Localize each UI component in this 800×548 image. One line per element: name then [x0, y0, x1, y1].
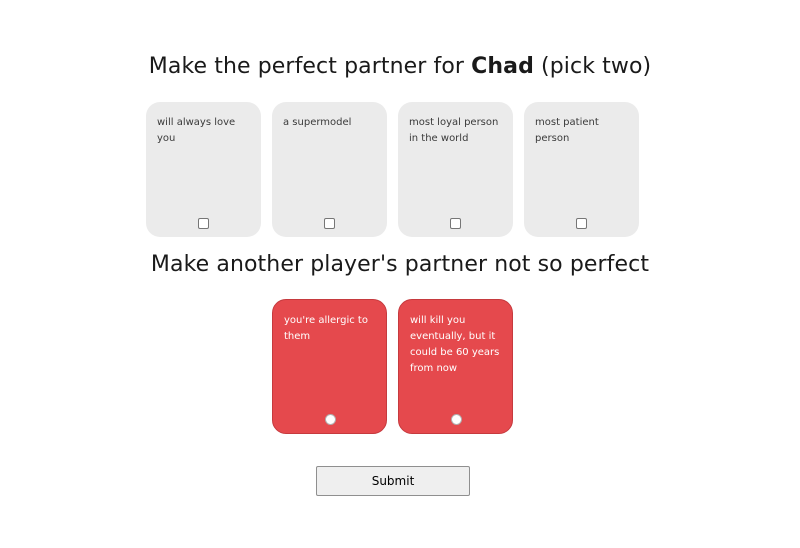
- partner-name: Chad: [471, 54, 534, 79]
- good-card-text: will always love you: [157, 117, 236, 144]
- bad-card-text: will kill you eventually, but it could b…: [410, 315, 500, 374]
- pick-bad-heading: Make another player's partner not so per…: [150, 252, 650, 277]
- bad-card[interactable]: you're allergic to them: [272, 299, 387, 434]
- good-card[interactable]: will always love you: [146, 102, 261, 237]
- submit-button[interactable]: Submit: [316, 466, 470, 496]
- good-card-text: a supermodel: [283, 117, 352, 128]
- good-card-checkbox[interactable]: [324, 218, 335, 229]
- good-card-text: most patient person: [535, 117, 599, 144]
- pick-good-heading: Make the perfect partner for Chad (pick …: [0, 54, 800, 79]
- pick-good-heading-suffix: (pick two): [533, 54, 652, 79]
- good-card[interactable]: most patient person: [524, 102, 639, 237]
- good-card-checkbox[interactable]: [450, 218, 461, 229]
- good-card-text: most loyal person in the world: [409, 117, 499, 144]
- good-card-checkbox[interactable]: [576, 218, 587, 229]
- pick-good-heading-prefix: Make the perfect partner for: [148, 54, 472, 79]
- good-card[interactable]: a supermodel: [272, 102, 387, 237]
- bad-card-radio[interactable]: [325, 414, 336, 425]
- bad-card-text: you're allergic to them: [284, 315, 368, 342]
- good-card-checkbox[interactable]: [198, 218, 209, 229]
- bad-card-radio[interactable]: [451, 414, 462, 425]
- bad-card[interactable]: will kill you eventually, but it could b…: [398, 299, 513, 434]
- good-card[interactable]: most loyal person in the world: [398, 102, 513, 237]
